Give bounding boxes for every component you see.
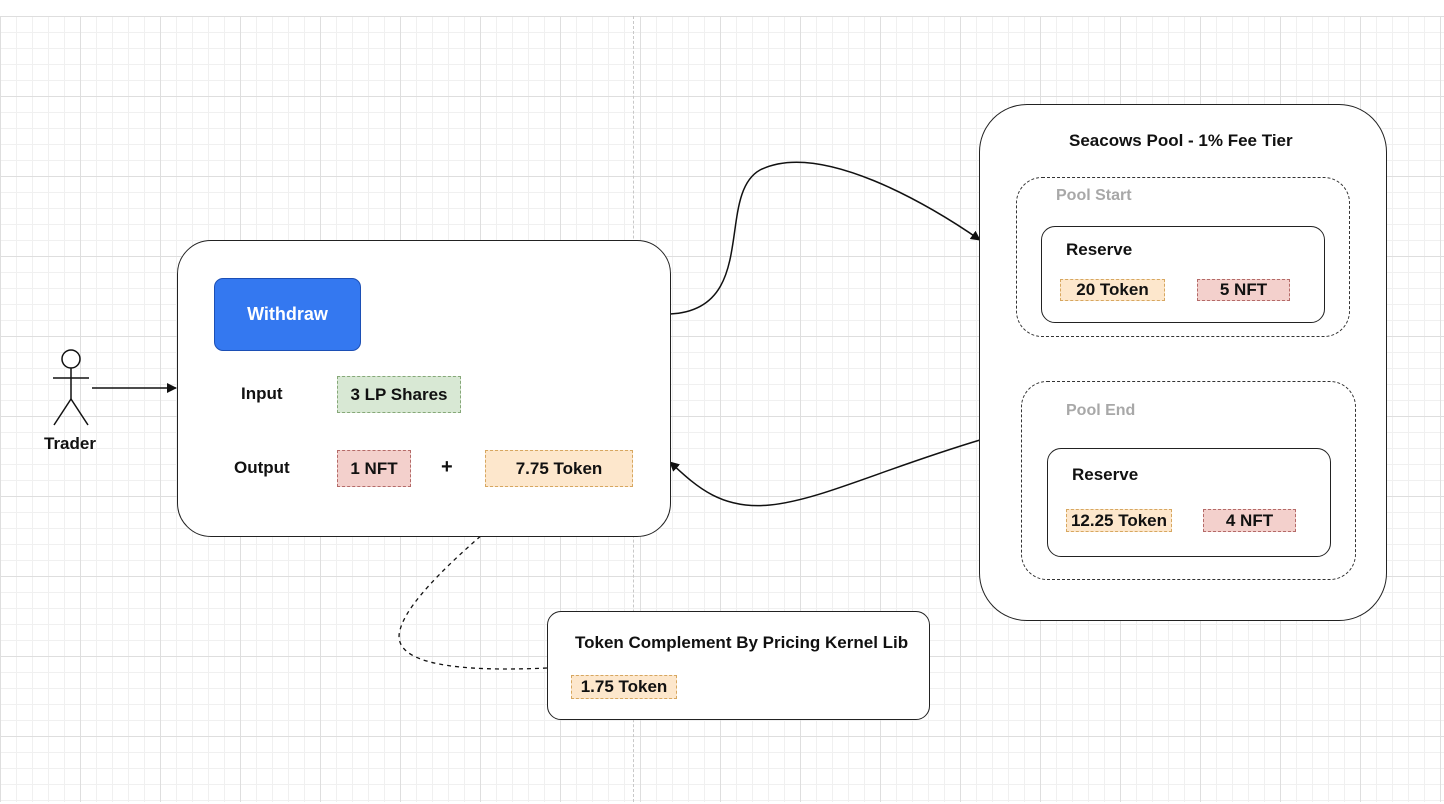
output-label: Output [234,458,290,477]
pool-start-reserve [1041,226,1325,323]
pool-start-reserve-label: Reserve [1066,240,1133,259]
lp-shares-tag: 3 LP Shares [337,376,461,413]
withdraw-button[interactable]: Withdraw [214,278,361,351]
pool-end-reserve-label: Reserve [1072,465,1139,484]
pool-start-label: Pool Start [1056,187,1132,204]
pool-title: Seacows Pool - 1% Fee Tier [1069,131,1293,150]
plus-sign: + [441,456,453,478]
complement-token-tag: 1.75 Token [571,675,677,699]
complement-box [547,611,930,720]
output-token-tag: 7.75 Token [485,450,633,487]
pool-end-nft-tag: 4 NFT [1203,509,1296,532]
pool-end-label: Pool End [1066,402,1136,419]
output-nft-tag: 1 NFT [337,450,411,487]
pool-start-token-tag: 20 Token [1060,279,1165,301]
pool-end-group [1021,381,1356,580]
trader-label: Trader [44,434,96,453]
pool-end-reserve [1047,448,1331,557]
stick-figure-icon [53,349,89,426]
input-label: Input [241,384,283,403]
pool-start-group [1016,177,1350,337]
pool-start-nft-tag: 5 NFT [1197,279,1290,301]
pool-end-token-tag: 12.25 Token [1066,509,1172,532]
complement-title: Token Complement By Pricing Kernel Lib [575,633,909,652]
